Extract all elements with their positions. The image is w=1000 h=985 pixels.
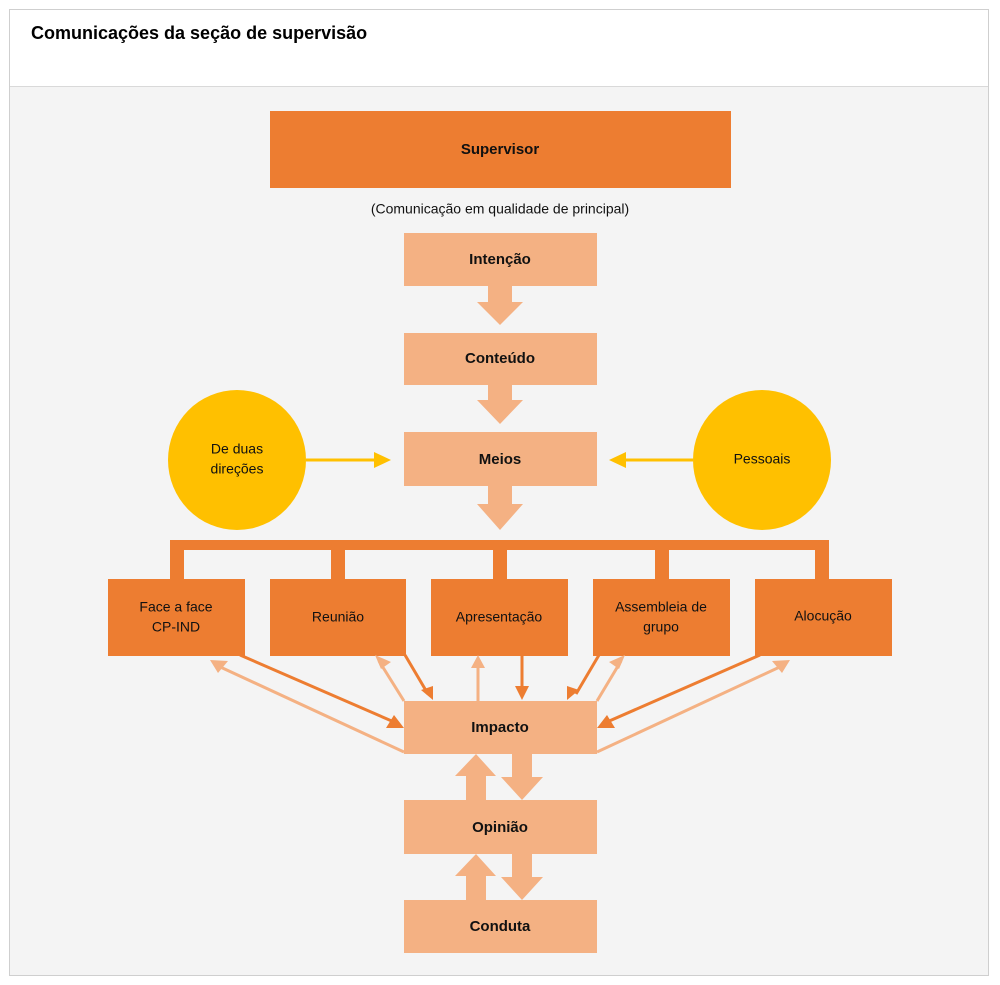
- channel-label-line2: CP-IND: [152, 619, 200, 635]
- intencao-box: [404, 233, 597, 286]
- impacto-box: [404, 701, 597, 754]
- arrow-intencao-conteudo: [477, 286, 523, 325]
- arrow-conteudo-meios: [477, 385, 523, 424]
- channel-box-face-a-face: [108, 579, 245, 656]
- meios-label: Meios: [479, 451, 522, 468]
- arrow-conduta-to-opiniao: [455, 854, 496, 900]
- subtitle-label: (Comunicação em qualidade de principal): [371, 201, 629, 217]
- channel-box-apresentacao: [431, 579, 568, 656]
- conteudo-box: [404, 333, 597, 385]
- dark-arrowheads: [386, 686, 615, 728]
- arrowhead-right: [609, 452, 626, 468]
- arrow-opiniao-to-conduta: [501, 854, 543, 900]
- conduta-label: Conduta: [470, 918, 531, 935]
- circle-left-line1: De duas: [211, 441, 263, 457]
- meios-box: [404, 432, 597, 486]
- supervisor-label: Supervisor: [461, 141, 540, 158]
- intencao-label: Intenção: [469, 251, 531, 268]
- opiniao-box: [404, 800, 597, 854]
- conduta-box: [404, 900, 597, 953]
- arrowhead-left: [374, 452, 391, 468]
- arrow-impacto-to-opiniao: [501, 754, 543, 800]
- circle-left-line2: direções: [211, 461, 264, 477]
- channel-label-line2: grupo: [643, 619, 679, 635]
- channel-box-alocucao: [755, 579, 892, 656]
- channel-label-line1: Face a face: [139, 599, 212, 615]
- channel-label-line1: Assembleia de: [615, 599, 707, 615]
- diagram-title: Comunicações da seção de supervisão: [31, 23, 368, 43]
- supervisor-box: [270, 111, 731, 188]
- arrow-opiniao-to-impacto: [455, 754, 496, 800]
- circle-right-label: Pessoais: [734, 451, 791, 467]
- channel-box-reuniao: [270, 579, 406, 656]
- arrow-meios-channels: [477, 486, 523, 530]
- impacto-label: Impacto: [471, 719, 529, 736]
- channel-box-assembleia: [593, 579, 730, 656]
- branch-connector: [170, 540, 829, 580]
- light-arrows: [215, 660, 785, 754]
- light-arrowheads: [210, 655, 790, 673]
- channel-label: Apresentação: [456, 609, 543, 625]
- channel-label: Alocução: [794, 608, 852, 624]
- circle-pessoais: [693, 390, 831, 530]
- header: Comunicações da seção de supervisão: [10, 10, 988, 87]
- dark-arrows: [239, 653, 761, 724]
- circle-de-duas-direcoes: [168, 390, 306, 530]
- channel-label: Reunião: [312, 609, 364, 625]
- conteudo-label: Conteúdo: [465, 350, 535, 367]
- opiniao-label: Opinião: [472, 819, 528, 836]
